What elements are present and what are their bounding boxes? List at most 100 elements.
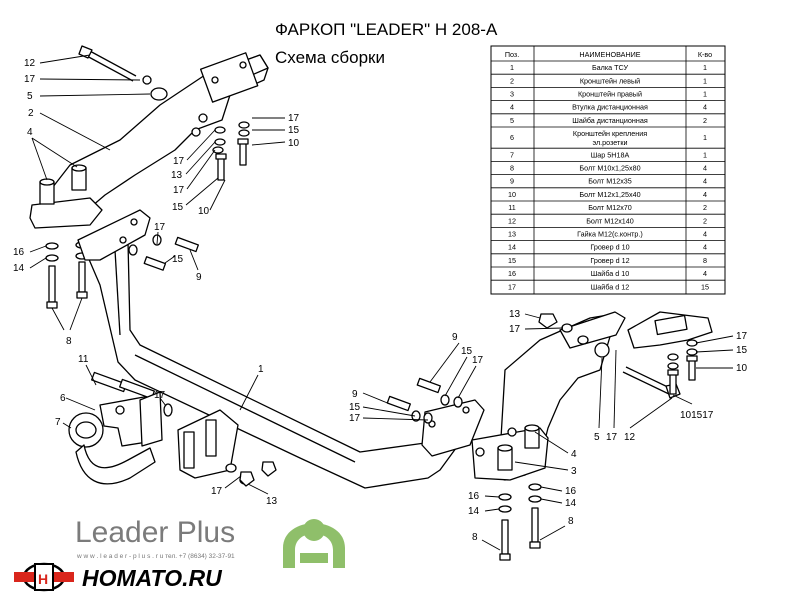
table-cell-pos: 16 bbox=[508, 269, 516, 278]
table-cell-name: Втулка дистанционная bbox=[572, 103, 648, 112]
table-cell-qty: 4 bbox=[703, 230, 707, 239]
callout-15: 15 bbox=[349, 402, 361, 413]
bolt-m12x35-right bbox=[386, 377, 463, 424]
table-cell-qty: 4 bbox=[703, 164, 707, 173]
callout-17: 17 bbox=[211, 486, 223, 497]
bolt-m10x80-left bbox=[45, 241, 89, 309]
table-cell-name: Шайба d 10 bbox=[591, 269, 630, 278]
callout-17: 17 bbox=[173, 185, 185, 196]
nut-m12-right bbox=[538, 313, 589, 345]
svg-text:H: H bbox=[38, 571, 48, 587]
table-cell-name: Шар 5Н18А bbox=[591, 150, 630, 159]
callout-9: 9 bbox=[196, 272, 202, 283]
table-row: 15 Гровер d 12 8 bbox=[508, 256, 707, 265]
callout-5: 5 bbox=[594, 432, 600, 443]
callout-8: 8 bbox=[472, 532, 478, 543]
bolt-m12x140 bbox=[78, 45, 137, 82]
callout-12: 12 bbox=[624, 432, 636, 443]
callout-4: 4 bbox=[571, 449, 577, 460]
table-cell-pos: 9 bbox=[510, 177, 514, 186]
table-cell-name: Шайба дистанционная bbox=[572, 116, 648, 125]
bolt-m10x80-right bbox=[498, 483, 542, 561]
callout-16: 16 bbox=[468, 491, 480, 502]
table-cell-name: Кронштейн правый bbox=[578, 90, 642, 99]
callout-13: 13 bbox=[171, 170, 183, 181]
table-header-qty: К-во bbox=[698, 50, 712, 59]
table-row: 3 Кронштейн правый 1 bbox=[510, 90, 707, 99]
table-cell-qty: 4 bbox=[703, 190, 707, 199]
callout-17: 17 bbox=[24, 74, 36, 85]
table-cell-qty: 15 bbox=[701, 282, 709, 291]
table-cell-qty: 8 bbox=[703, 256, 707, 265]
callout-17: 17 bbox=[154, 222, 166, 233]
callout-10-15-17: 101517 bbox=[680, 410, 714, 421]
callout-17: 17 bbox=[173, 156, 185, 167]
table-cell-pos: 2 bbox=[510, 76, 514, 85]
table-cell-name: Гайка М12(с.контр.) bbox=[577, 230, 643, 239]
callout-8: 8 bbox=[568, 516, 574, 527]
table-cell-qty: 1 bbox=[703, 150, 707, 159]
callout-7: 7 bbox=[55, 417, 61, 428]
table-cell-name: эл.розетки bbox=[592, 138, 627, 147]
callout-17: 17 bbox=[154, 390, 166, 401]
callout-3: 3 bbox=[571, 466, 577, 477]
table-cell-qty: 4 bbox=[703, 103, 707, 112]
bolt-m12x35-left bbox=[128, 234, 200, 271]
callout-11: 11 bbox=[78, 354, 89, 365]
table-cell-pos: 8 bbox=[510, 164, 514, 173]
callout-15: 15 bbox=[288, 125, 300, 136]
homato-logo: H HOMATO.RU bbox=[14, 562, 223, 592]
table-cell-name: Шайба d 12 bbox=[591, 282, 630, 291]
table-cell-pos: 11 bbox=[508, 203, 515, 212]
table-cell-qty: 4 bbox=[703, 177, 707, 186]
bolt-m12x1.25x40 bbox=[212, 126, 227, 181]
table-cell-qty: 2 bbox=[703, 116, 707, 125]
table-cell-qty: 1 bbox=[703, 90, 707, 99]
left-bracket bbox=[29, 45, 269, 229]
washer-nut-group bbox=[163, 403, 277, 487]
callout-9: 9 bbox=[352, 389, 358, 400]
bolt-m12x1.25x40 bbox=[237, 121, 250, 166]
table-cell-pos: 6 bbox=[510, 133, 514, 142]
table-cell-qty: 2 bbox=[703, 216, 707, 225]
callout-13: 13 bbox=[266, 496, 278, 507]
callout-14: 14 bbox=[565, 498, 577, 509]
spacer-washer bbox=[150, 87, 168, 101]
brand-name: Leader Plus bbox=[75, 516, 235, 549]
table-cell-pos: 3 bbox=[510, 90, 514, 99]
tow-ball-logo-icon bbox=[283, 519, 345, 568]
right-bracket bbox=[471, 311, 713, 481]
callout-17: 17 bbox=[472, 355, 484, 366]
table-cell-qty: 1 bbox=[703, 63, 707, 72]
table-cell-pos: 12 bbox=[508, 216, 516, 225]
callout-10: 10 bbox=[198, 206, 210, 217]
diagram-title: ФАРКОП "LEADER" H 208-A bbox=[275, 20, 498, 39]
ball-hitch bbox=[68, 371, 163, 485]
table-row: 12 Болт М12х140 2 bbox=[508, 216, 707, 225]
table-header-name: НАИМЕНОВАНИЕ bbox=[579, 50, 640, 59]
table-cell-name: Балка ТСУ bbox=[592, 63, 629, 72]
callout-10: 10 bbox=[736, 363, 748, 374]
callout-6: 6 bbox=[60, 393, 66, 404]
table-cell-pos: 15 bbox=[508, 256, 516, 265]
table-cell-qty: 4 bbox=[703, 243, 707, 252]
table-cell-pos: 10 bbox=[508, 190, 516, 199]
table-cell-name: Гровер d 12 bbox=[590, 256, 629, 265]
table-cell-name: Болт М12х140 bbox=[586, 216, 634, 225]
callout-17: 17 bbox=[606, 432, 618, 443]
homato-emblem-icon: H bbox=[14, 562, 74, 592]
table-cell-name: Гровер d 10 bbox=[590, 243, 629, 252]
tow-bar-beam bbox=[77, 209, 485, 489]
